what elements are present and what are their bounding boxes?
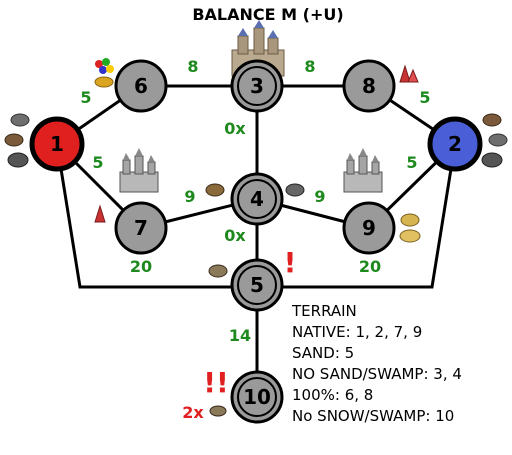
zone-10-inner-ring [237, 377, 277, 417]
connection-label-1-7: 5 [92, 153, 103, 172]
zone-7: 7 [114, 201, 168, 255]
connection-2-5 [257, 143, 457, 289]
legend-line: SAND: 5 [292, 344, 355, 362]
zone-4: 4 [230, 172, 284, 226]
zone-5-circle [230, 258, 284, 312]
zones-layer: 1 2 3 4 5 6 7 8 9 10 [29, 59, 483, 424]
resource-crystal-icon [399, 64, 419, 83]
zone-10-label: 10 [243, 385, 271, 409]
zone5-warning-marker: ! [284, 246, 297, 279]
connection-label-7-4: 9 [184, 187, 195, 206]
connection-labels-layer: 5 5 8 8 5 5 9 9 0x 0x 20 20 14 [80, 57, 430, 345]
zone-7-circle [114, 201, 168, 255]
zone10-multiplier: 2x [182, 403, 204, 422]
connection-label-4-5: 0x [224, 226, 246, 245]
zone-4-inner-ring [237, 179, 277, 219]
zone-3-circle [230, 59, 284, 113]
legend-line: 100%: 6, 8 [292, 386, 374, 404]
connection-label-3-4: 0x [224, 119, 246, 138]
zone-3-inner-ring [237, 66, 277, 106]
zone-10-circle [230, 370, 284, 424]
zone-4-label: 4 [250, 187, 264, 211]
resource-gems-icon [95, 58, 114, 74]
resource-ore-icon [4, 113, 508, 417]
connection-label-2-9: 5 [406, 153, 417, 172]
zone-7-label: 7 [134, 216, 148, 240]
connection-label-4-9: 9 [314, 187, 325, 206]
town-castle-icon [343, 148, 383, 193]
zone-8: 8 [342, 59, 396, 113]
zone-2-circle [427, 116, 483, 172]
connection-label-1-5: 20 [130, 257, 152, 276]
town-castle-icon [119, 148, 159, 193]
zone-1-circle [29, 116, 85, 172]
connection-label-6-3: 8 [187, 57, 198, 76]
zone-3: 3 [230, 59, 284, 113]
zone-1: 1 [29, 116, 85, 172]
connection-label-5-10: 14 [229, 326, 251, 345]
zone-3-label: 3 [250, 74, 264, 98]
map-title: BALANCE M (+U) [192, 5, 343, 24]
zone-8-label: 8 [362, 74, 376, 98]
zone-5: 5 [230, 258, 284, 312]
connection-label-3-8: 8 [304, 57, 315, 76]
zone-4-circle [230, 172, 284, 226]
zone-1-label: 1 [50, 132, 64, 156]
zone-5-inner-ring [237, 265, 277, 305]
legend-line: NATIVE: 1, 2, 7, 9 [292, 323, 423, 341]
zone-9: 9 [342, 201, 396, 255]
connection-label-2-5: 20 [359, 257, 381, 276]
resource-gold-icon [94, 76, 114, 88]
legend-line: No SNOW/SWAMP: 10 [292, 407, 455, 425]
zone-6: 6 [114, 59, 168, 113]
zone-9-label: 9 [362, 216, 376, 240]
legend-line: NO SAND/SWAMP: 3, 4 [292, 365, 462, 383]
legend-heading: TERRAIN [292, 302, 357, 320]
zone-6-circle [114, 59, 168, 113]
connection-label-1-6: 5 [80, 88, 91, 107]
zone-8-circle [342, 59, 396, 113]
terrain-legend: TERRAIN NATIVE: 1, 2, 7, 9 SAND: 5 NO SA… [292, 301, 462, 427]
zone-2-label: 2 [448, 132, 462, 156]
zone-5-label: 5 [250, 273, 264, 297]
connection-label-8-2: 5 [419, 88, 430, 107]
connection-1-5 [55, 143, 257, 289]
resource-sulfur-icon [94, 204, 421, 243]
zone-2: 2 [427, 116, 483, 172]
zone-10: 10 [230, 370, 284, 424]
zone10-warning-marker: !! [203, 366, 229, 399]
zone-6-label: 6 [134, 74, 148, 98]
zone-9-circle [342, 201, 396, 255]
